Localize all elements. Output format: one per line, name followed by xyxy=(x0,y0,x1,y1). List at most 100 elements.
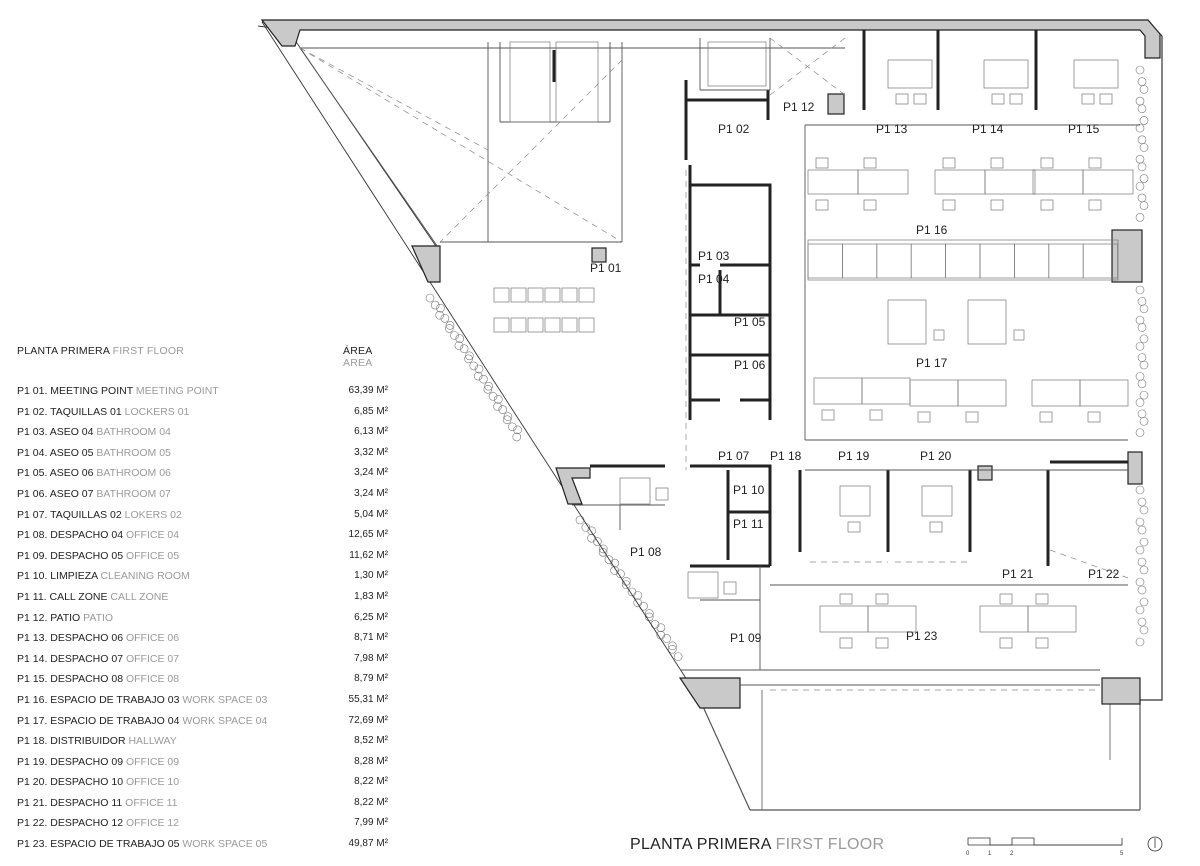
plant xyxy=(593,537,602,546)
interior-walls xyxy=(590,30,1128,568)
room-area: 6,25 M² xyxy=(354,611,388,623)
plant xyxy=(1135,577,1145,587)
room-name: P1 01. MEETING POINT MEETING POINT xyxy=(17,385,219,397)
room-name-es: TAQUILLAS 01 xyxy=(50,405,122,418)
desk xyxy=(909,379,959,407)
room-name: P1 21. DESPACHO 11 OFFICE 11 xyxy=(17,797,178,809)
desk xyxy=(861,377,911,405)
plant xyxy=(1137,135,1147,145)
area-heading-es: ÁREA xyxy=(343,345,372,357)
structural-walls xyxy=(260,19,1161,709)
room-name: P1 22. DESPACHO 12 OFFICE 12 xyxy=(17,817,179,829)
room-label: P1 22 xyxy=(1088,567,1120,581)
desk xyxy=(957,379,1007,407)
desk xyxy=(965,411,979,423)
desk xyxy=(1099,93,1113,105)
room-name: P1 14. DESPACHO 07 OFFICE 07 xyxy=(17,653,179,665)
desk xyxy=(619,477,651,505)
room-area: 8,52 M² xyxy=(354,735,388,747)
plant xyxy=(502,415,512,425)
desk xyxy=(821,409,835,421)
room-area: 6,13 M² xyxy=(354,426,388,438)
room-code: P1 03. xyxy=(17,426,48,439)
room-name: P1 03. ASEO 04 BATHROOM 04 xyxy=(17,426,171,438)
desk xyxy=(1013,329,1025,341)
room-name-en: OFFICE 12 xyxy=(125,817,180,830)
desk xyxy=(1027,605,1077,633)
plant xyxy=(1139,201,1149,210)
room-name-es: ASEO 07 xyxy=(49,487,94,500)
room-name-es: ASEO 06 xyxy=(49,467,94,480)
scale-label: 5 xyxy=(1120,851,1124,857)
desk xyxy=(999,637,1013,649)
desk xyxy=(1087,411,1101,423)
plant xyxy=(587,526,596,536)
desk xyxy=(875,637,889,649)
plant xyxy=(1139,85,1149,94)
room-code: P1 11. xyxy=(17,590,47,603)
room-code: P1 05. xyxy=(17,467,48,480)
room-name-es: ASEO 05 xyxy=(49,446,94,459)
plant xyxy=(1135,545,1145,555)
plant xyxy=(616,569,625,579)
plant xyxy=(1137,193,1147,203)
plant xyxy=(598,544,608,554)
area-column-heading: ÁREA AREA xyxy=(343,345,397,369)
plant xyxy=(1135,517,1145,527)
room-label: P1 20 xyxy=(920,449,952,463)
area-heading-en: AREA xyxy=(343,357,373,369)
room-name-en: WORK SPACE 03 xyxy=(182,693,268,706)
plant xyxy=(610,558,620,568)
room-name: P1 02. TAQUILLAS 01 LOCKERS 01 xyxy=(17,406,189,418)
room-label: P1 19 xyxy=(838,449,870,463)
plant xyxy=(479,374,488,384)
desk xyxy=(876,243,912,279)
room-label: P1 02 xyxy=(718,122,750,136)
desk xyxy=(1081,93,1095,105)
plant xyxy=(1137,497,1147,507)
plant xyxy=(454,341,464,350)
room-area: 11,62 M² xyxy=(349,549,388,561)
desk xyxy=(493,317,510,333)
room-area: 1,83 M² xyxy=(354,590,388,602)
plant xyxy=(1135,315,1145,325)
room-name-en: MEETING POINT xyxy=(135,385,219,397)
room-name-es: DESPACHO 07 xyxy=(50,652,124,665)
plant xyxy=(645,609,654,618)
room-label: P1 04 xyxy=(698,272,730,286)
room-area: 72,69 M² xyxy=(348,714,388,726)
plan-title-es: PLANTA PRIMERA xyxy=(630,836,771,853)
room-label: P1 23 xyxy=(906,629,938,643)
desk xyxy=(1088,157,1102,169)
room-label: P1 12 xyxy=(783,100,815,114)
room-schedule-row: P1 16. ESPACIO DE TRABAJO 03 WORK SPACE … xyxy=(17,692,397,713)
plant xyxy=(1137,585,1147,595)
room-code: P1 17. xyxy=(17,714,48,727)
desk xyxy=(561,317,578,333)
desk xyxy=(1035,593,1049,605)
plant xyxy=(440,313,450,323)
dashed-lines xyxy=(299,37,1129,691)
room-name-es: DESPACHO 11 xyxy=(50,796,123,809)
room-name: P1 04. ASEO 05 BATHROOM 05 xyxy=(17,447,171,459)
desk xyxy=(984,169,1036,195)
room-name: P1 05. ASEO 06 BATHROOM 06 xyxy=(17,467,171,479)
room-label: P1 18 xyxy=(770,449,802,463)
desk xyxy=(979,243,1015,279)
room-label: P1 06 xyxy=(734,358,766,372)
desk xyxy=(991,93,1005,105)
room-area: 8,22 M² xyxy=(354,796,388,808)
room-name-es: ESPACIO DE TRABAJO 04 xyxy=(50,714,180,727)
room-name-en: PATIO xyxy=(83,611,114,624)
room-label: P1 05 xyxy=(734,315,766,329)
